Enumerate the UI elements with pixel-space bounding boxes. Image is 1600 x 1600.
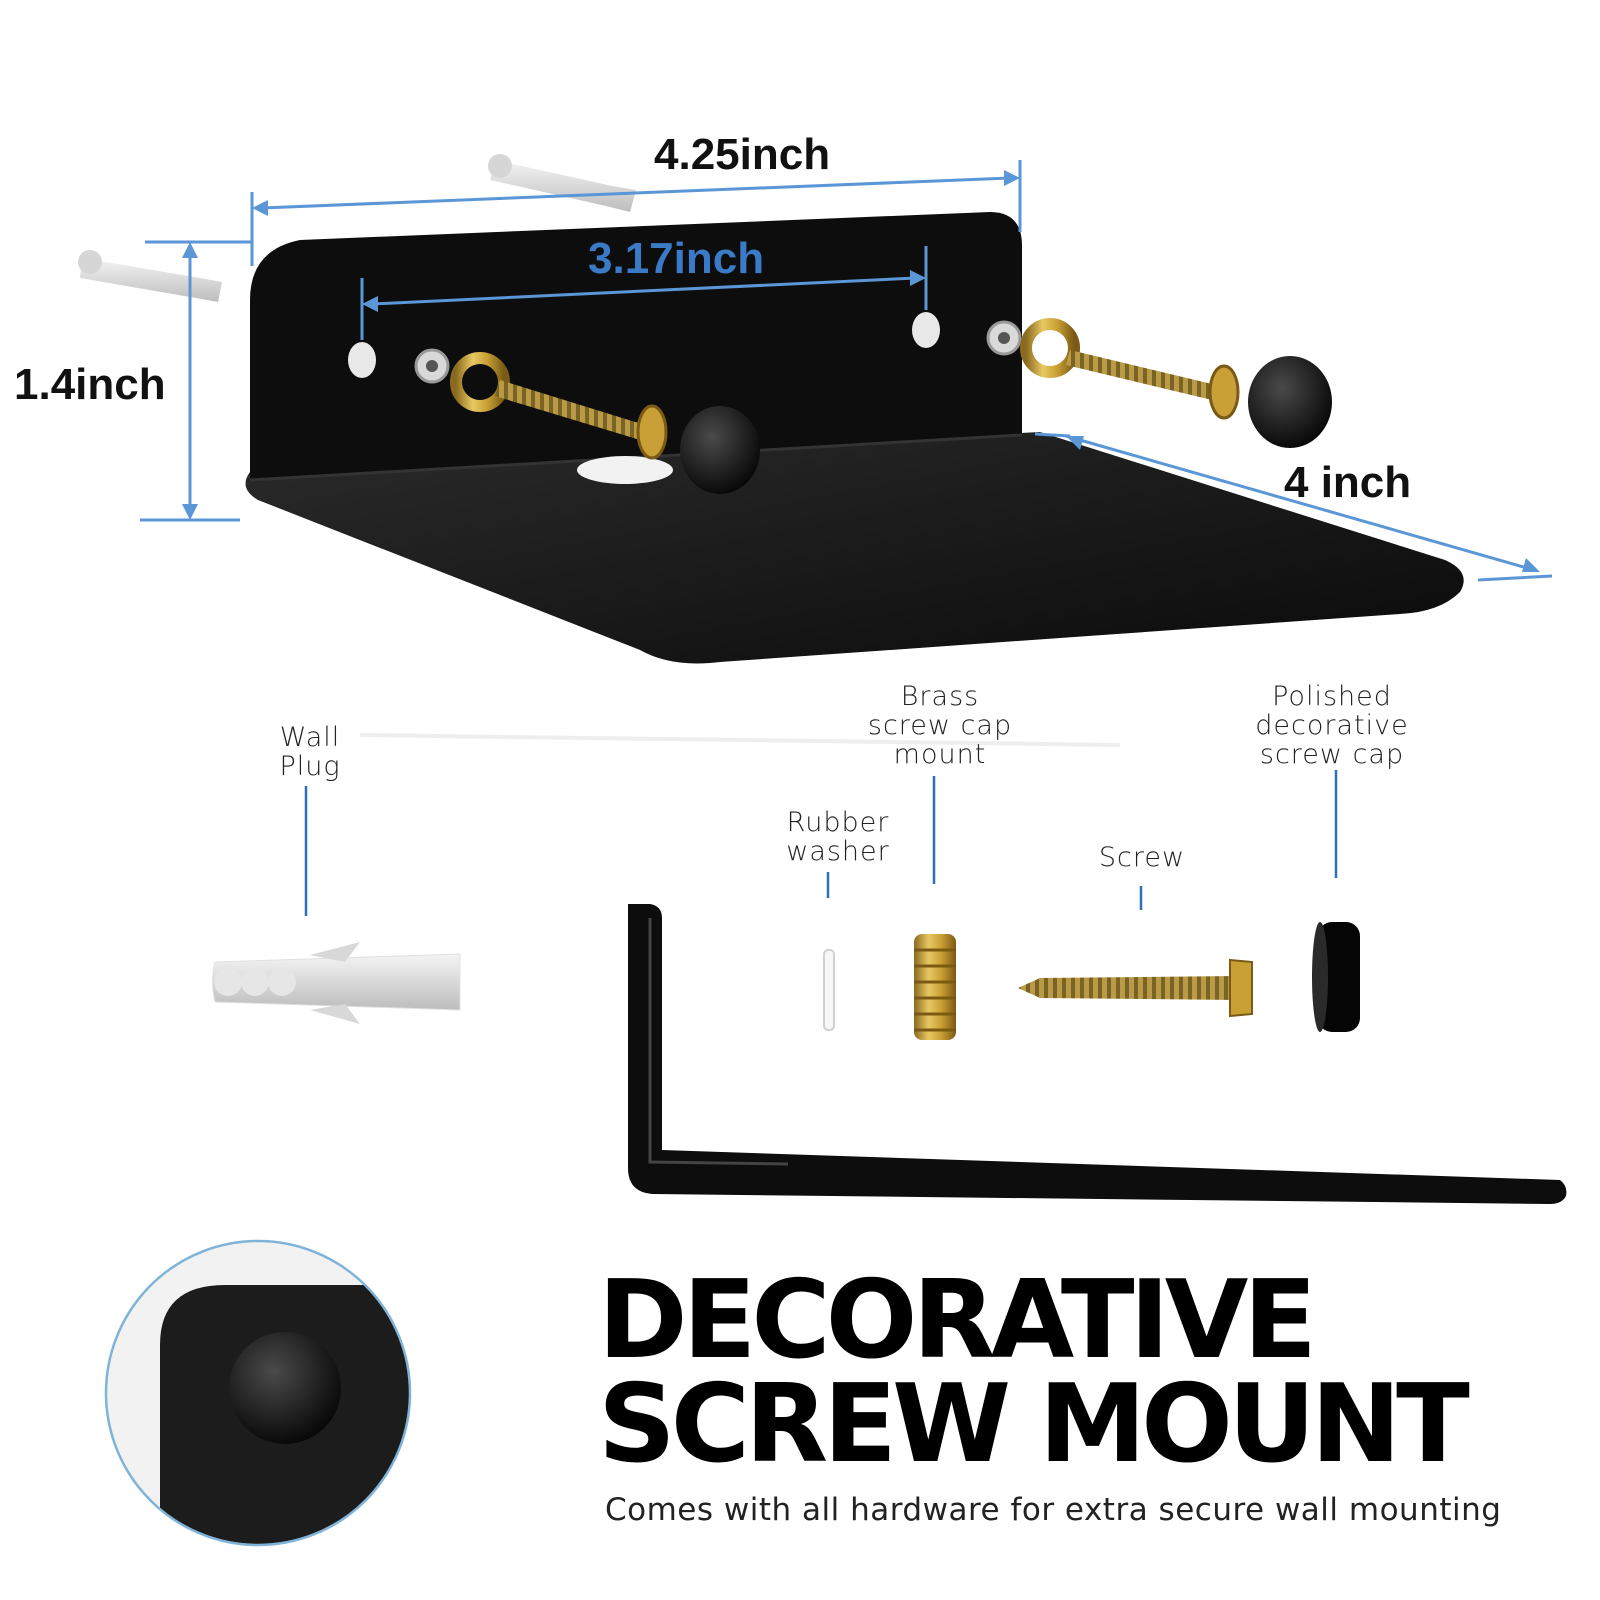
mounting-hole-left [348,342,376,378]
wall-plug-top-left [78,250,222,302]
rubber-washer [823,949,835,1031]
width-dimension-label: 4.25inch [654,130,831,179]
screw-left [495,380,645,440]
label-wall-plug: Wall Plug [279,722,341,782]
screw-cap-right [1248,356,1332,448]
tagline: Comes with all hardware for extra secure… [605,1492,1502,1528]
height-dimension-label: 1.4inch [14,360,166,409]
dimension-lines [140,160,1553,582]
label-brass-mount: Brass screw cap mount [867,681,1013,770]
depth-dimension-label: 4 inch [1284,458,1412,507]
shelf-base-plate [245,432,1464,664]
screw-cap-left [680,406,760,494]
brass-ring-right [1020,318,1080,378]
cable-hole [577,456,673,484]
mounting-hole-right [912,312,940,348]
zoom-detail-circle [104,1239,412,1547]
zoomed-screw-cap [229,1332,341,1444]
hole-spacing-label: 3.17inch [588,234,765,283]
screw-exploded [1018,958,1253,1018]
brass-screw-cap-mount [914,934,956,1040]
shelf-back-plate [250,212,1022,480]
label-screw: Screw [1098,842,1186,873]
label-screw-cap: Polished decorative screw cap [1255,681,1409,770]
wall-plug-top-center [488,154,636,212]
polished-screw-cap [1312,922,1360,1032]
headline-line-1: DECORATIVE [598,1258,1317,1383]
bracket-side-profile [628,904,1567,1204]
headline-line-2: SCREW MOUNT [598,1362,1470,1487]
screw-right [1066,350,1216,400]
wall-plug-exploded [212,942,461,1024]
label-rubber-washer: Rubber washer [786,807,890,867]
callout-lines [304,770,1338,916]
